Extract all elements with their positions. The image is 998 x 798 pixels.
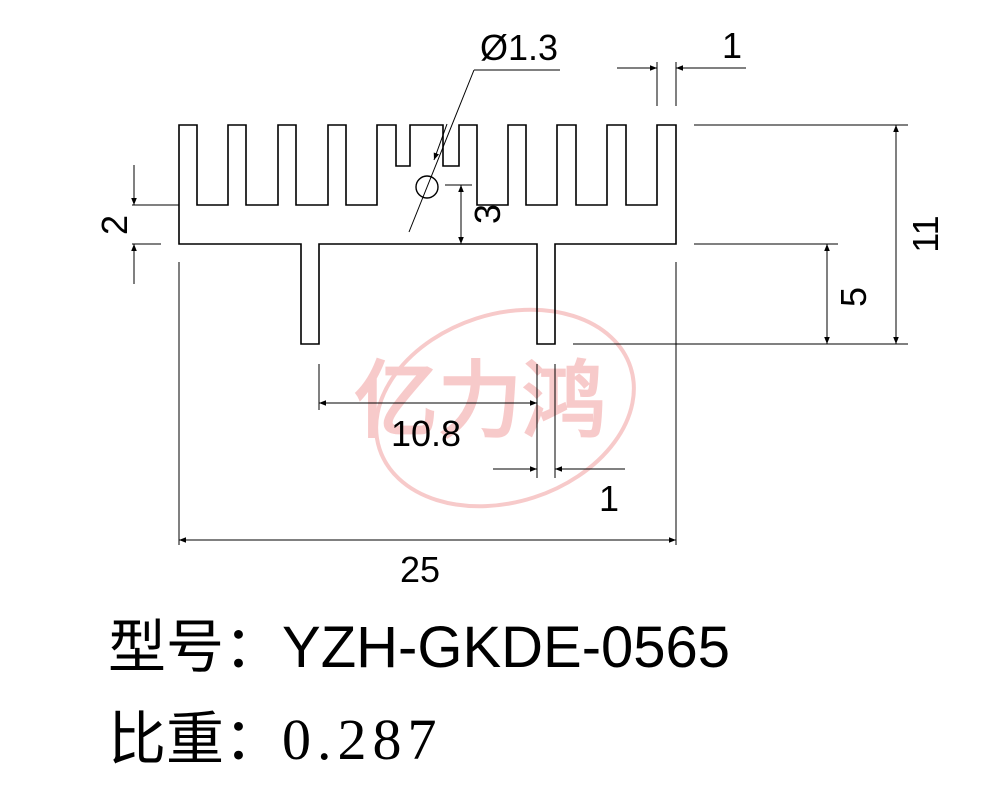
- model-value: YZH-GKDE-0565: [282, 615, 731, 680]
- weight-label: 比重：: [108, 705, 283, 773]
- leader-hole-arrow: [433, 123, 448, 161]
- dim-total-width: 25: [400, 549, 440, 590]
- weight-value: 0.287: [282, 707, 443, 772]
- model-caption: 型号：YZH-GKDE-0565: [108, 612, 730, 683]
- dim-slot-depth: 3: [467, 204, 508, 224]
- screw-hole: [415, 175, 439, 199]
- heatsink-profile: [178, 124, 677, 345]
- dim-hole-diameter: Ø1.3: [480, 27, 558, 68]
- dim-leg-spacing: 10.8: [391, 413, 461, 454]
- leader-hole: [408, 69, 475, 233]
- dim-total-height: 11: [905, 215, 946, 252]
- dimension-lines: [131, 65, 899, 543]
- extension-lines: [132, 62, 908, 545]
- model-label: 型号：: [108, 613, 283, 681]
- dim-leg-thickness: 1: [599, 478, 619, 519]
- weight-caption: 比重：0.287: [108, 704, 443, 775]
- dim-leg-height: 5: [833, 287, 874, 307]
- dim-fin-thickness: 1: [722, 25, 742, 66]
- dim-base-thickness: 2: [94, 215, 135, 235]
